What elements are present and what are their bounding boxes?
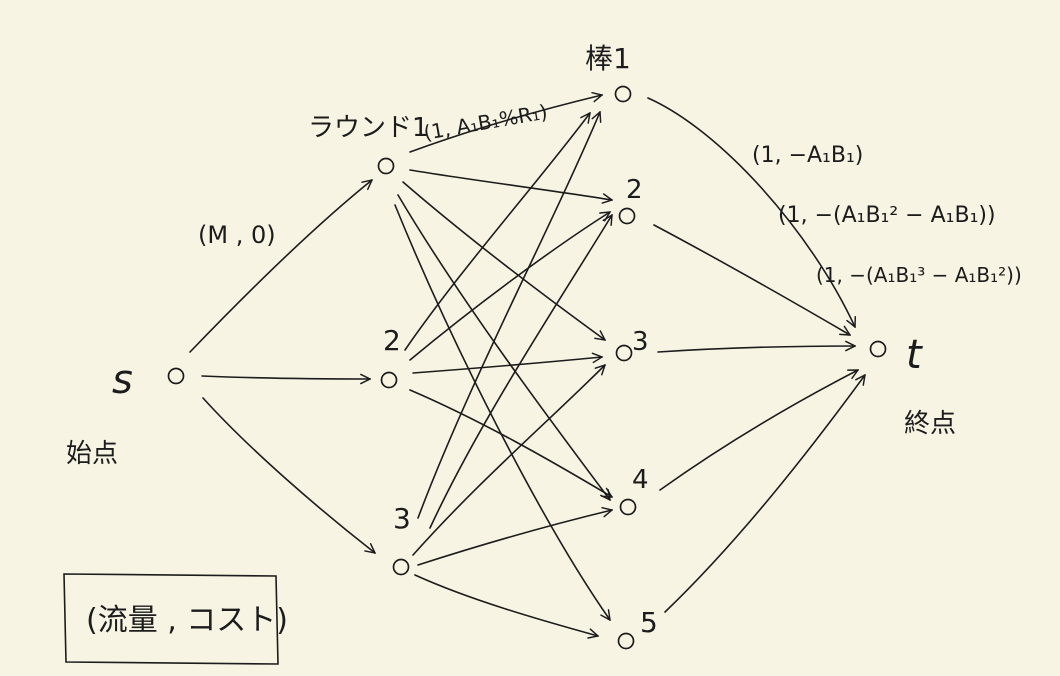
source-node bbox=[167, 367, 185, 385]
rod-label-5: 5 bbox=[640, 606, 658, 639]
round-node-1 bbox=[377, 157, 395, 175]
rod-node-4 bbox=[619, 498, 637, 516]
sink-node bbox=[869, 340, 887, 358]
edge-label-rod-sink-1: (1, −A₁B₁) bbox=[752, 143, 863, 168]
round-label-3: 3 bbox=[393, 502, 411, 535]
source-caption: 始点 bbox=[66, 439, 118, 469]
rod-label-1: 棒1 bbox=[585, 42, 631, 75]
edge-r1-rod1 bbox=[409, 95, 602, 153]
source-edges bbox=[189, 180, 375, 553]
edge-r3-rod3 bbox=[412, 365, 605, 556]
source-letter: s bbox=[112, 357, 133, 403]
edge-r2-rod4 bbox=[409, 389, 612, 497]
sink-letter: t bbox=[906, 332, 923, 378]
edge-r3-rod4 bbox=[417, 510, 612, 566]
edge-r2-rod2 bbox=[409, 212, 610, 361]
edge-r1-rod3 bbox=[402, 181, 605, 340]
edge-label-source: (M , 0) bbox=[198, 221, 276, 249]
nodes bbox=[167, 85, 887, 650]
edge-rod3-t bbox=[657, 346, 855, 353]
round-label-1: ラウンド1 bbox=[308, 113, 429, 143]
rod-node-5 bbox=[617, 632, 635, 650]
round-node-2 bbox=[380, 371, 398, 389]
edge-r1-rod4 bbox=[397, 194, 610, 500]
edge-r3-rod1 bbox=[417, 112, 600, 519]
rod-label-2: 2 bbox=[626, 175, 643, 205]
edge-rod2-t bbox=[653, 224, 850, 335]
edge-label-round-rod: (1, A₁B₁%R₁) bbox=[422, 100, 550, 145]
round-label-2: 2 bbox=[383, 324, 401, 357]
edge-label-rod-sink-2: (1, −(A₁B₁² − A₁B₁)) bbox=[778, 203, 996, 228]
edge-s-round3 bbox=[202, 397, 375, 553]
legend-box: (流量 , コスト) bbox=[63, 573, 288, 665]
edge-s-round1 bbox=[189, 180, 372, 353]
edge-rod1-t bbox=[647, 97, 855, 327]
rod-sink-edges bbox=[647, 97, 865, 613]
edge-rod5-t bbox=[664, 375, 865, 613]
legend-text: (流量 , コスト) bbox=[86, 603, 288, 638]
rod-node-1 bbox=[614, 85, 632, 103]
sink-caption: 終点 bbox=[904, 409, 956, 439]
edge-s-round2 bbox=[201, 376, 370, 379]
rod-node-2 bbox=[618, 207, 636, 225]
edge-r3-rod2 bbox=[429, 215, 612, 529]
edge-r1-rod5 bbox=[394, 204, 610, 620]
rod-label-4: 4 bbox=[632, 465, 649, 495]
edge-r1-rod2 bbox=[409, 169, 612, 200]
round-rod-edges bbox=[394, 95, 612, 636]
rod-node-3 bbox=[615, 344, 633, 362]
rod-label-3: 3 bbox=[632, 327, 649, 357]
edge-r3-rod5 bbox=[414, 574, 598, 636]
edge-r2-rod1 bbox=[404, 113, 590, 351]
edge-r2-rod3 bbox=[412, 357, 602, 374]
edge-label-rod-sink-3: (1, −(A₁B₁³ − A₁B₁²)) bbox=[816, 263, 1022, 287]
edge-rod4-t bbox=[659, 369, 858, 491]
round-node-3 bbox=[392, 558, 410, 576]
